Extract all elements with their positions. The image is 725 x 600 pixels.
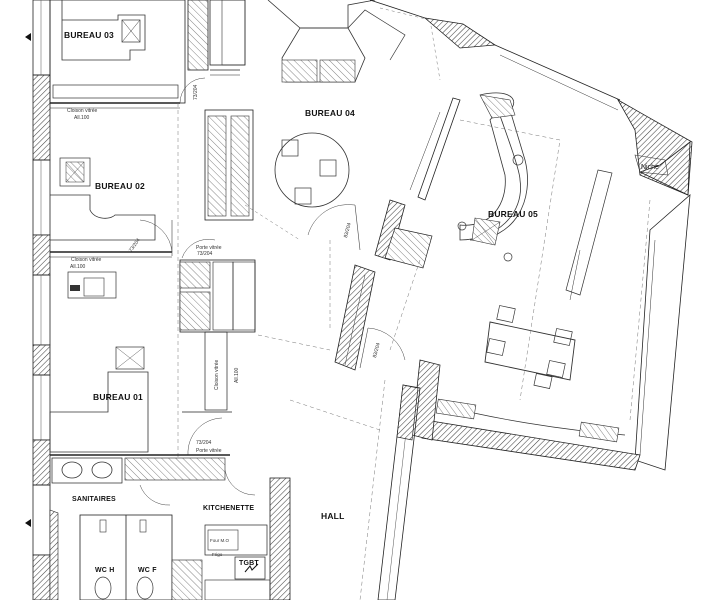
room-label-kitchenette: KITCHENETTE <box>203 505 255 512</box>
annotation-frigo: Frigo <box>212 552 223 557</box>
room-label-hall: HALL <box>321 511 345 521</box>
bureau-05-bottom-wall <box>411 359 641 471</box>
room-label-bureau-02: BUREAU 02 <box>95 181 145 191</box>
bureau-01-area <box>49 271 149 453</box>
room-label-bureau-01: BUREAU 01 <box>93 392 143 402</box>
bureau-04-05-partition <box>334 97 461 371</box>
top-right-facade <box>369 0 693 196</box>
annotation-cloison-vitree-02: Cloison vitrée <box>71 257 102 263</box>
bureau-03-area <box>49 0 206 109</box>
kitchenette-area <box>204 469 291 600</box>
room-label-bureau-05: BUREAU 05 <box>488 209 538 219</box>
hall-right-facade <box>377 384 421 600</box>
annotation-all-100-02: All.100 <box>70 264 86 270</box>
annotation-all-100-central: All.100 <box>234 367 240 383</box>
bureau-04-area <box>244 0 441 251</box>
bureau-05-area <box>389 92 691 471</box>
hall-area <box>289 379 386 600</box>
sanitaires-area <box>49 454 230 600</box>
room-label-bureau-04: BUREAU 04 <box>305 108 355 118</box>
annotation-door-73-204-top: 73/204 <box>197 251 213 257</box>
central-column <box>177 103 331 460</box>
room-label-wc-h: WC H <box>95 567 115 574</box>
label-tgbt: TGBT <box>239 560 259 567</box>
annotation-four-mo: Four M.O <box>210 538 230 543</box>
annotation-porte-vitree-top: Porte vitrée <box>196 245 222 251</box>
room-label-niche: Niche <box>641 164 659 171</box>
annotation-door-73-204-bottom: 73/204 <box>196 440 212 446</box>
room-label-bureau-03: BUREAU 03 <box>64 30 114 40</box>
room-label-wc-f: WC F <box>138 567 157 574</box>
room-label-sanitaires: SANITAIRES <box>72 496 116 503</box>
annotation-cloison-vitree-central: Cloison vitrée <box>214 359 220 390</box>
bureau-02-area <box>50 157 173 258</box>
central-wall-top <box>187 0 254 221</box>
annotation-porte-vitree-bottom: Porte vitrée <box>196 448 222 454</box>
annotation-cloison-vitree-03: Cloison vitrée <box>67 108 98 114</box>
annotation-all-100-03: All.100 <box>74 115 90 121</box>
annotation-door-73-204-bureau-03: 73/204 <box>193 84 199 100</box>
left-facade-wall <box>25 0 51 600</box>
